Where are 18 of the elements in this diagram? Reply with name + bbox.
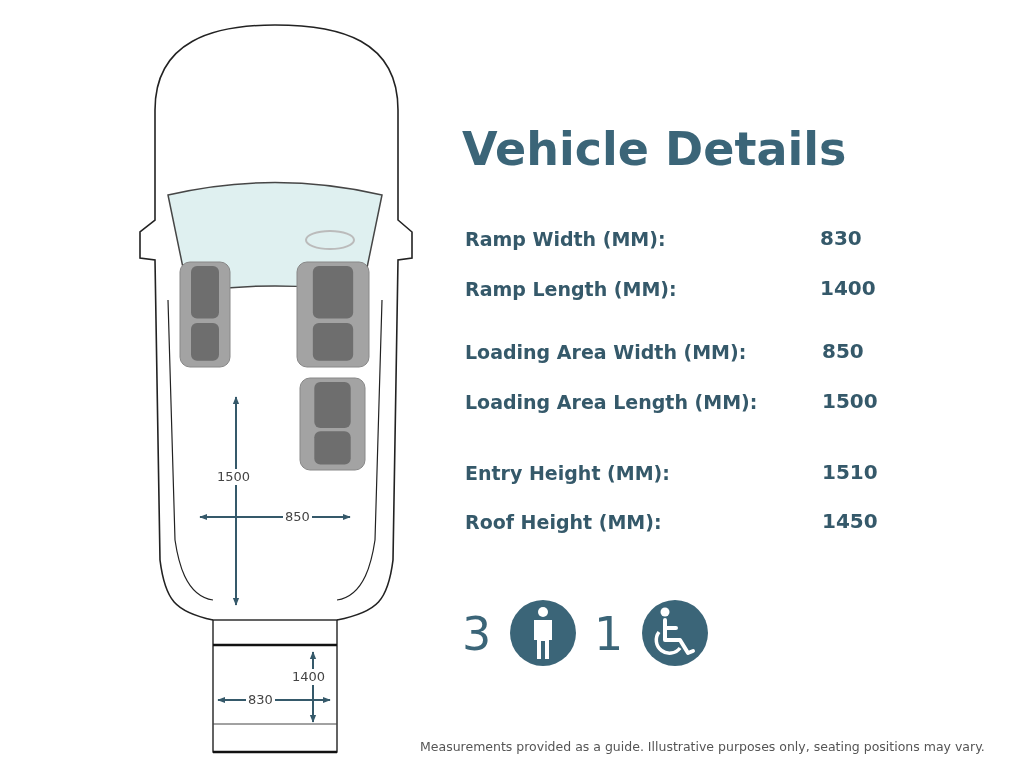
spec-label: Ramp Length (MM): [465, 278, 677, 301]
spec-value: 1400 [820, 276, 876, 300]
dimension-label: 1500 [215, 469, 253, 485]
dimension-label: 1400 [290, 669, 328, 685]
spec-label: Entry Height (MM): [465, 462, 670, 485]
disclaimer-note: Measurements provided as a guide. Illustrative purposes only, seating positions may vary. [420, 739, 985, 754]
passenger-count: 3 [462, 607, 492, 663]
spec-value: 1510 [822, 460, 878, 484]
spec-label: Ramp Width (MM): [465, 228, 666, 251]
title: Vehicle Details [462, 122, 847, 178]
spec-label: Loading Area Length (MM): [465, 391, 758, 414]
spec-value: 1500 [822, 389, 878, 413]
spec-label: Loading Area Width (MM): [465, 341, 747, 364]
spec-value: 830 [820, 226, 862, 250]
wheelchair-count: 1 [594, 607, 624, 663]
spec-value: 850 [822, 339, 864, 363]
spec-label: Roof Height (MM): [465, 511, 662, 534]
spec-value: 1450 [822, 509, 878, 533]
